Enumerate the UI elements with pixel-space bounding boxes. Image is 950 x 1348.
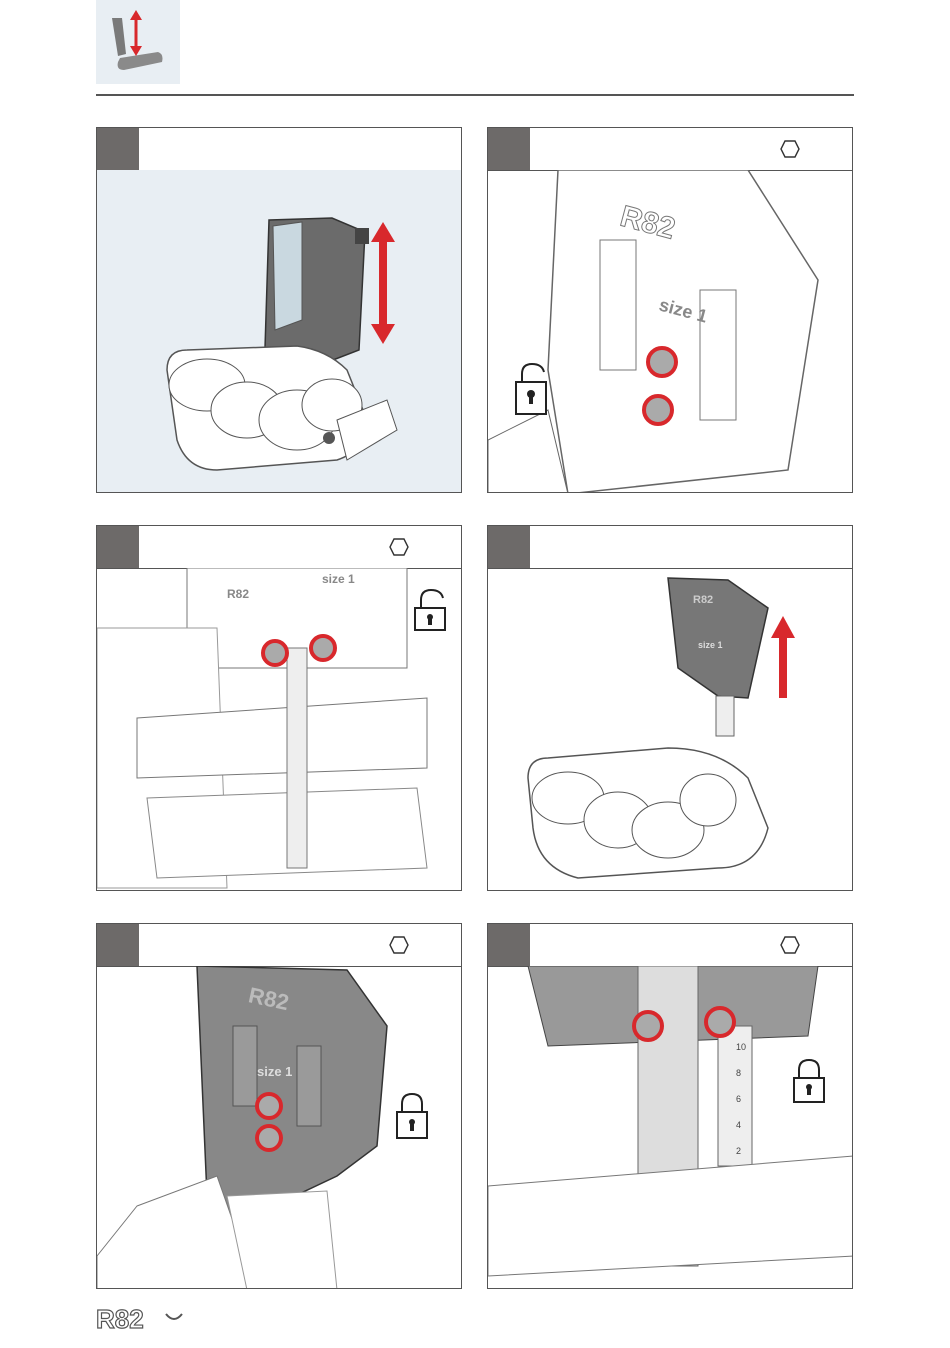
- seat-height-arrow-illustration: [97, 170, 461, 492]
- step-number-badge: [97, 526, 139, 568]
- panel-header: [97, 128, 461, 171]
- hex-key-icon: [389, 538, 409, 556]
- size-label: size 1: [698, 640, 723, 650]
- backrest-tighten-illustration: R82 size 1: [97, 966, 461, 1288]
- size-label: size 1: [322, 572, 355, 586]
- scale-tick: 6: [736, 1094, 741, 1104]
- brand-mark: R82: [227, 587, 249, 601]
- panel-header: [97, 924, 461, 967]
- height-scale-illustration: 10 8 6 4 2: [488, 966, 852, 1288]
- brand-logo-text: R82: [96, 1304, 144, 1334]
- hex-key-icon: [780, 936, 800, 954]
- unlocked-padlock-icon: [516, 364, 546, 414]
- panel-header: [97, 526, 461, 569]
- step-number-badge: [488, 924, 530, 966]
- panel-header: [488, 526, 852, 569]
- backrest-lift-illustration: R82 size 1: [488, 568, 852, 890]
- brand-mark: R82: [693, 594, 713, 606]
- step-panel-2: R82 size 1: [487, 127, 853, 493]
- scale-tick: 10: [736, 1042, 746, 1052]
- header-rule: [96, 94, 854, 96]
- hex-key-icon: [389, 936, 409, 954]
- scale-tick: 8: [736, 1068, 741, 1078]
- scale-tick: 4: [736, 1120, 741, 1130]
- backrest-rear-illustration: R82 size 1: [488, 170, 852, 492]
- backrest-bolts-illustration: R82 size 1: [97, 568, 461, 890]
- panel-header: [488, 128, 852, 171]
- panel-header: [488, 924, 852, 967]
- step-number-badge: [488, 526, 530, 568]
- step-panel-4: R82 size 1: [487, 525, 853, 891]
- locked-padlock-icon: [397, 1094, 427, 1138]
- seat-height-adjust-icon: [96, 0, 180, 84]
- scale-tick: 2: [736, 1146, 741, 1156]
- step-number-badge: [488, 128, 530, 170]
- locked-padlock-icon: [794, 1060, 824, 1102]
- step-panel-1: [96, 127, 462, 493]
- step-panel-6: 10 8 6 4 2: [487, 923, 853, 1289]
- step-number-badge: [97, 128, 139, 170]
- step-panel-3: R82 size 1: [96, 525, 462, 891]
- brand-logo: R82: [96, 1300, 196, 1336]
- hex-key-icon: [780, 140, 800, 158]
- size-label: size 1: [257, 1064, 292, 1079]
- step-panel-5: R82 size 1: [96, 923, 462, 1289]
- step-number-badge: [97, 924, 139, 966]
- unlocked-padlock-icon: [415, 590, 445, 630]
